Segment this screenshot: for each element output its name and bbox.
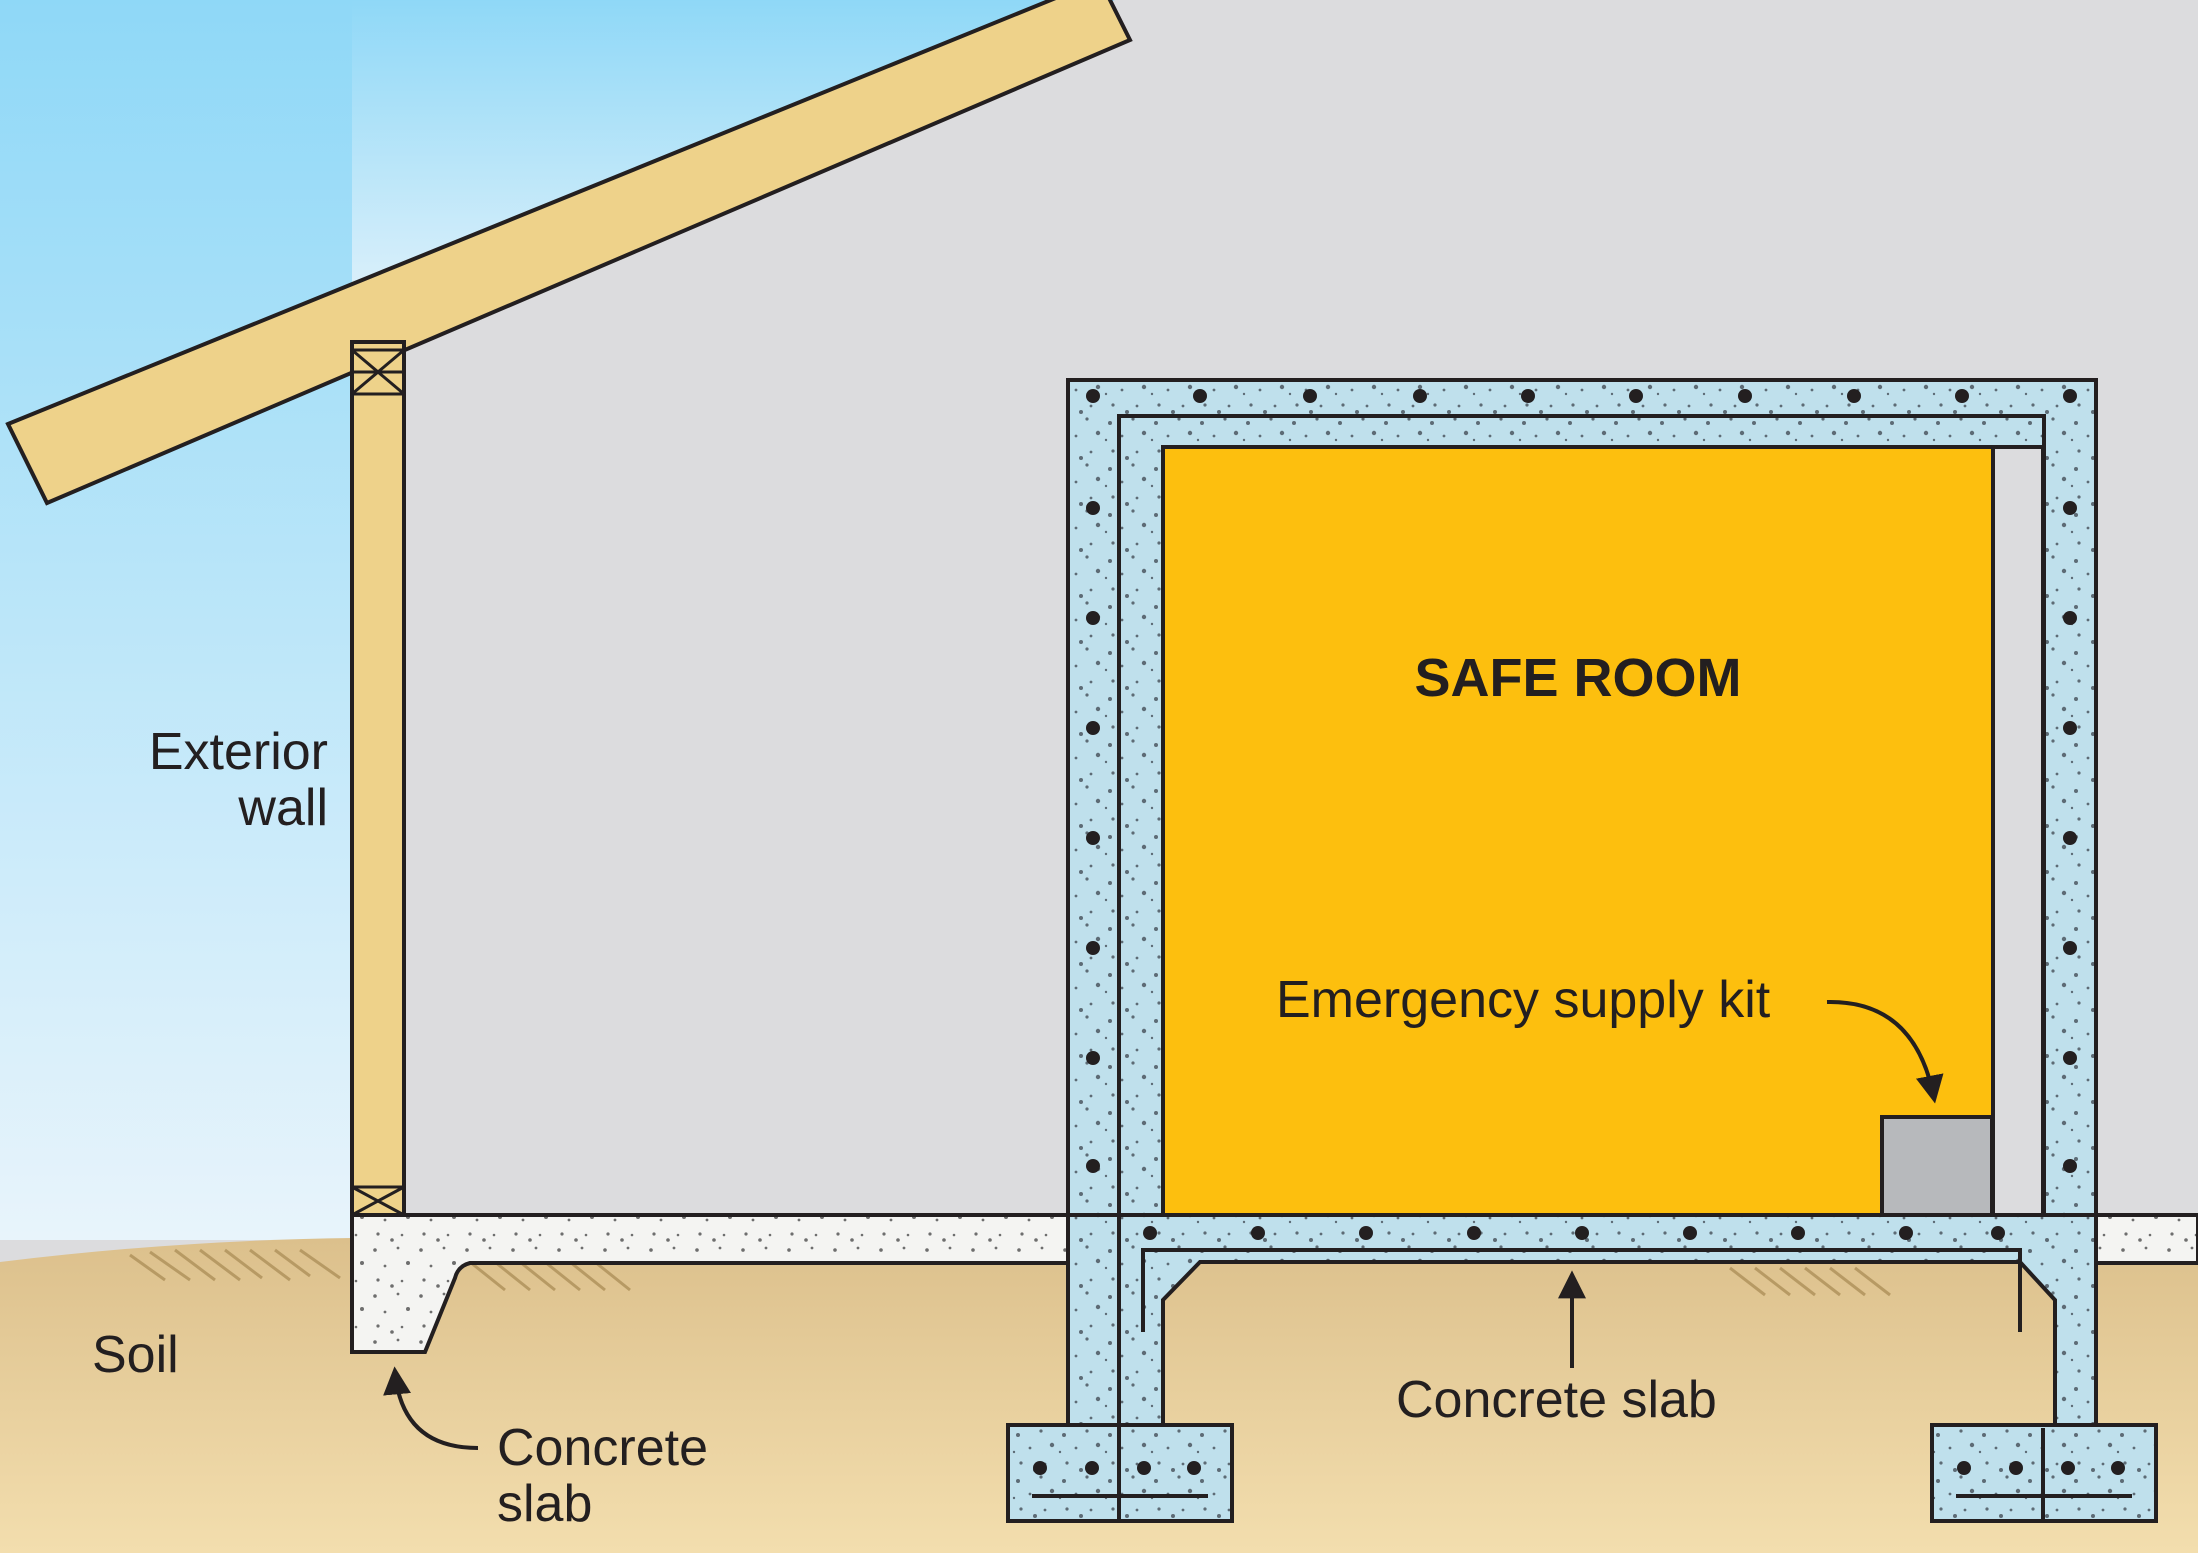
concrete-slab-left-label: Concrete slab	[497, 1419, 708, 1533]
safe-room-interior	[1161, 445, 1995, 1217]
concrete-slab-center-label: Concrete slab	[1396, 1371, 1717, 1429]
kit-leader-arrow	[1826, 999, 1944, 1104]
top-plate	[350, 348, 406, 396]
house-concrete-slab	[350, 1213, 1070, 1354]
emergency-supply-kit-label: Emergency supply kit	[1276, 971, 1771, 1029]
sky	[0, 0, 352, 1240]
exterior-wall-stud	[350, 340, 406, 1217]
rebar-dots	[1033, 389, 2125, 1475]
safe-room-title: SAFE ROOM	[1414, 648, 1742, 708]
soil-label: Soil	[92, 1326, 179, 1384]
roof-rafter	[5, 0, 1133, 506]
house-concrete-slab-right	[2094, 1213, 2198, 1265]
left-slab-leader-arrow	[383, 1366, 479, 1450]
soil-hatching	[129, 1248, 1891, 1297]
emergency-supply-kit-box	[1880, 1115, 1994, 1217]
exterior-wall-label: Exterior wall	[148, 723, 328, 837]
rebar	[1032, 414, 2132, 1521]
